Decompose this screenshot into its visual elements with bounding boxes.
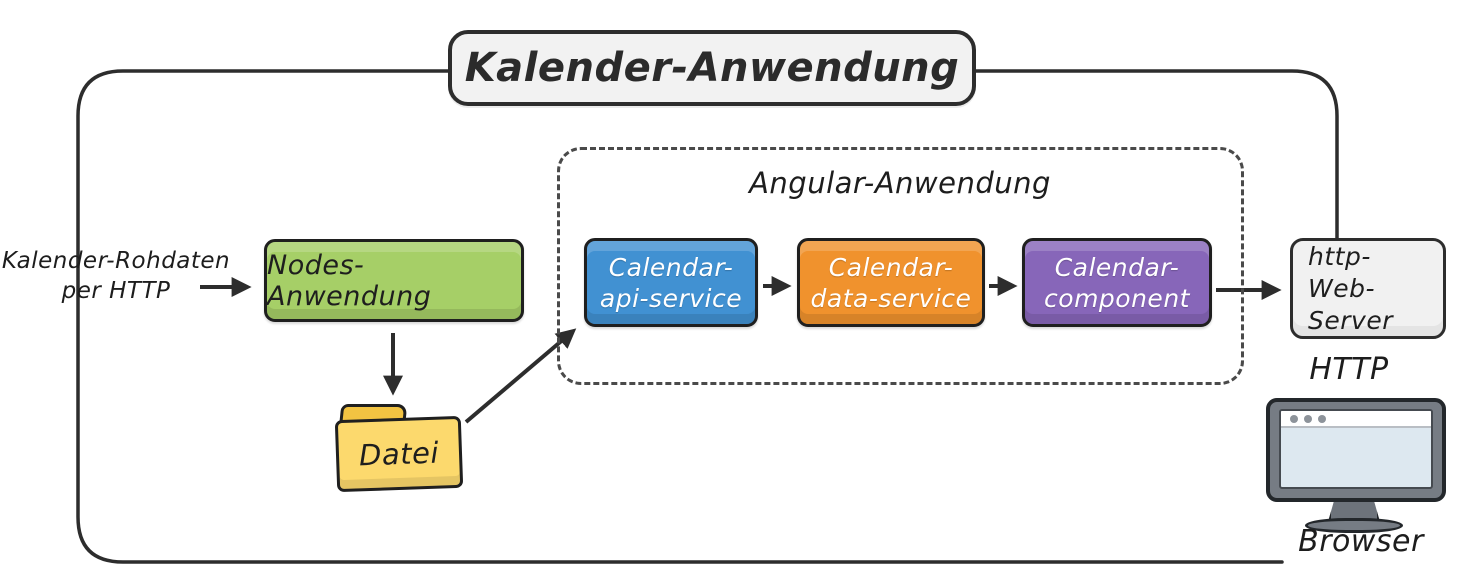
angular-container — [557, 147, 1244, 385]
http-label: HTTP — [1309, 352, 1389, 387]
node-calendar-data-service: Calendar- data-service — [797, 238, 985, 327]
source-label: Kalender-Rohdaten per HTTP — [0, 246, 232, 306]
folder-body: Datei — [334, 415, 464, 493]
browser-dot-icon — [1318, 414, 1326, 423]
monitor-screen — [1279, 409, 1433, 489]
arrow-file-to-api-service — [464, 328, 577, 424]
file-label: Datei — [358, 435, 440, 473]
node-calendar-api-service: Calendar- api-service — [584, 238, 758, 327]
web-server-line2: Web-Server — [1308, 273, 1393, 335]
api-service-line2: api-service — [599, 283, 743, 313]
node-calendar-component: Calendar- component — [1022, 238, 1212, 327]
browser-dot-icon — [1290, 414, 1298, 423]
angular-container-label: Angular-Anwendung — [749, 166, 1051, 200]
api-service-line1: Calendar- — [608, 252, 734, 282]
web-server-line1: http- — [1308, 241, 1371, 271]
node-nodes-anwendung: Nodes-Anwendung — [264, 239, 524, 322]
diagram-title-box: Kalender-Anwendung — [448, 30, 976, 106]
browser-label: Browser — [1298, 524, 1424, 559]
component-line1: Calendar- — [1054, 252, 1180, 282]
data-service-line1: Calendar- — [828, 252, 954, 282]
diagram-title: Kalender-Anwendung — [464, 45, 960, 91]
source-label-line2: per HTTP — [61, 278, 171, 304]
source-label-line1: Kalender-Rohdaten — [1, 248, 231, 274]
browser-dot-icon — [1304, 414, 1312, 423]
data-service-line2: data-service — [810, 283, 972, 313]
nodes-anwendung-label: Nodes-Anwendung — [267, 249, 432, 312]
component-line2: component — [1044, 283, 1190, 313]
monitor-stand-base — [1305, 518, 1403, 533]
browser-monitor-icon — [1266, 398, 1446, 502]
file-folder-icon: Datei — [334, 402, 466, 493]
outer-container-border — [76, 69, 1339, 564]
browser-toolbar — [1281, 411, 1431, 428]
node-http-web-server: http- Web-Server — [1290, 238, 1446, 339]
